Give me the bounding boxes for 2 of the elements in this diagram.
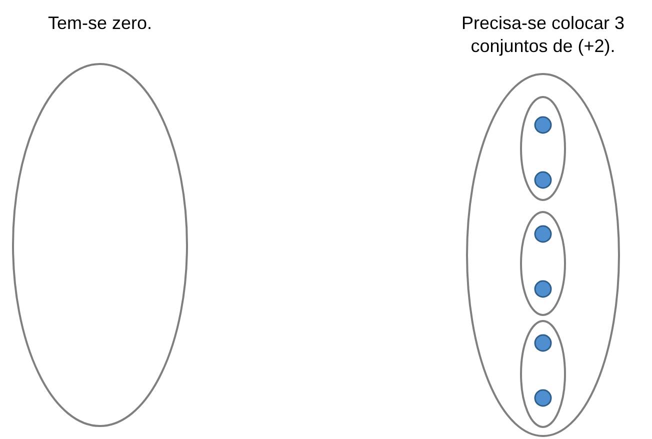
- heading: Tem-se zero.: [46, 12, 154, 35]
- heading: Precisa-se colocar 3 conjuntos de (+2).: [460, 12, 626, 58]
